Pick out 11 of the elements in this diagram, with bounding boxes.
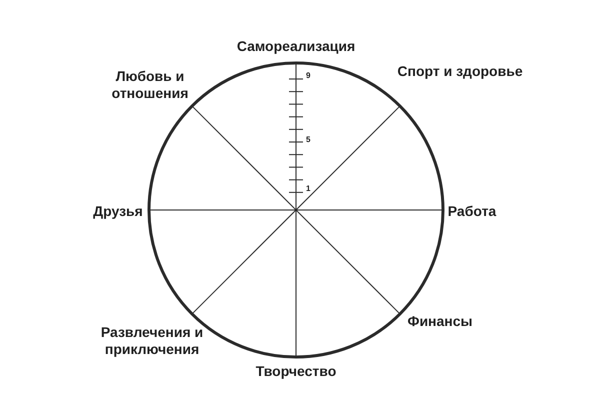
sector-label: Самореализация	[236, 38, 356, 55]
sector-label: Любовь и отношения	[110, 68, 190, 102]
sector-label: Работа	[446, 203, 498, 220]
sector-label: Развлечения и приключения	[100, 324, 204, 358]
scale-number: 1	[306, 184, 312, 194]
sector-label: Друзья	[92, 203, 144, 220]
sector-label: Творчество	[254, 363, 338, 380]
sector-label: Финансы	[406, 313, 474, 330]
scale-number: 9	[306, 71, 312, 81]
sector-label: Спорт и здоровье	[396, 63, 524, 80]
scale-number: 5	[306, 135, 312, 145]
